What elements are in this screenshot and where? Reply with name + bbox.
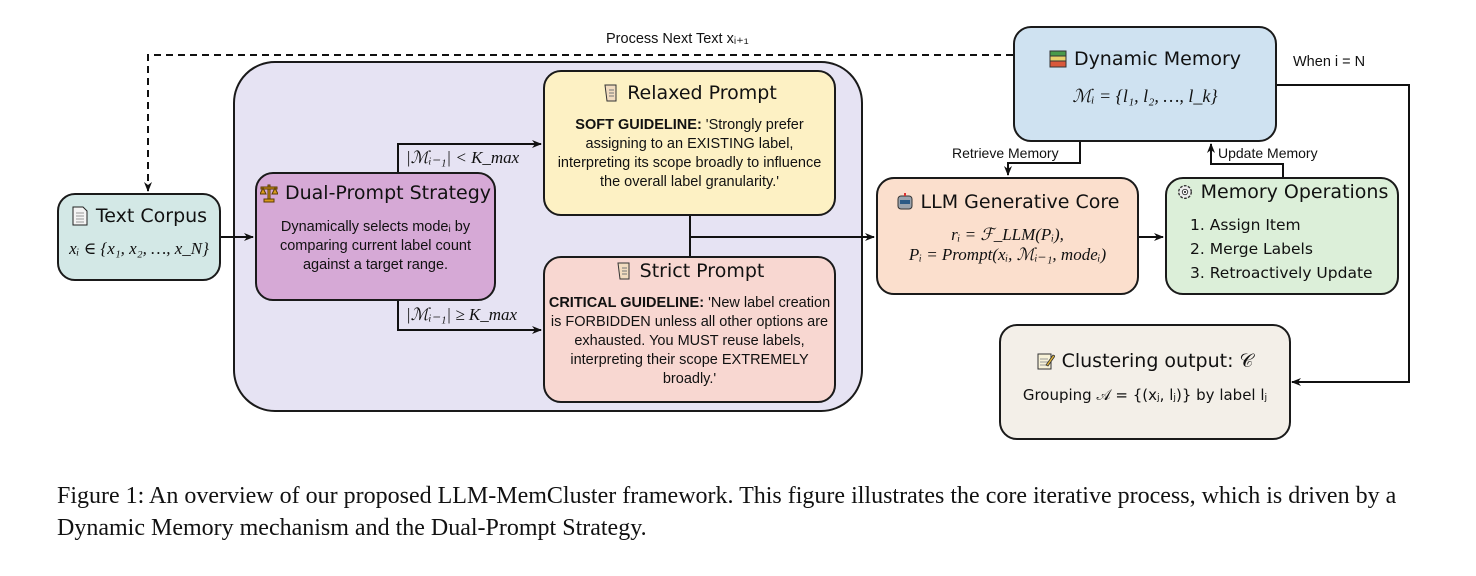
relaxed-guideline-text: 'Strongly prefer assigning to an EXISTIN… xyxy=(557,117,822,190)
strict-prompt-text: CRITICAL GUIDELINE: 'New label creation … xyxy=(548,294,831,389)
scroll-icon xyxy=(617,262,630,280)
dynamic-memory-title: Dynamic Memory xyxy=(1073,48,1242,70)
condition-less-than: |ℳᵢ₋₁| < K_max xyxy=(406,148,520,167)
dual-to-strict-arrow xyxy=(397,301,542,334)
memory-ops-title: Memory Operations xyxy=(1200,181,1389,203)
llm-core-equation-1: rᵢ = ℱ_LLM(Pᵢ), xyxy=(951,225,1064,244)
critical-guideline-label: CRITICAL GUIDELINE: xyxy=(548,295,705,311)
books-icon xyxy=(1049,50,1067,68)
gear-icon xyxy=(1177,185,1192,199)
when-end-label: When i = N xyxy=(1293,54,1366,70)
strict-prompt-title: Strict Prompt xyxy=(639,260,765,282)
loop-dashed-arrow xyxy=(144,54,1013,192)
end-to-output-arrow xyxy=(1276,84,1410,386)
dual-prompt-title: Dual-Prompt Strategy xyxy=(284,182,492,204)
memory-operations-box: Memory Operations 1. Assign Item 2. Merg… xyxy=(1165,177,1399,295)
relaxed-prompt-box: Relaxed Prompt SOFT GUIDELINE: 'Strongly… xyxy=(543,70,836,216)
dual-prompt-strategy-box: Dual-Prompt Strategy Dynamically selects… xyxy=(255,172,496,301)
scales-icon xyxy=(259,184,278,203)
scroll-icon xyxy=(604,84,617,102)
update-memory-label: Update Memory xyxy=(1218,145,1318,161)
retrieve-memory-label: Retrieve Memory xyxy=(952,145,1059,161)
clustering-title: Clustering output: 𝒞 xyxy=(1061,350,1254,372)
llm-core-title: LLM Generative Core xyxy=(920,191,1120,213)
llm-generative-core-box: LLM Generative Core rᵢ = ℱ_LLM(Pᵢ), Pᵢ =… xyxy=(876,177,1139,295)
soft-guideline-label: SOFT GUIDELINE: xyxy=(575,117,702,133)
memory-op-item: 1. Assign Item xyxy=(1190,216,1301,234)
dual-prompt-text: Dynamically selects modeᵢ by comparing c… xyxy=(279,219,472,273)
dual-to-relaxed-arrow xyxy=(397,140,542,172)
memory-op-item: 3. Retroactively Update xyxy=(1190,264,1373,282)
relaxed-prompt-text: SOFT GUIDELINE: 'Strongly prefer assigni… xyxy=(553,116,826,192)
clustering-text: Grouping 𝒜 = {(xⱼ, lⱼ)} by label lⱼ xyxy=(1022,386,1268,404)
dynamic-memory-box: Dynamic Memory ℳᵢ = {l₁, l₂, …, l_k} xyxy=(1013,26,1277,142)
update-memory-arrow xyxy=(1207,143,1284,177)
robot-icon xyxy=(897,193,913,210)
relaxed-prompt-title: Relaxed Prompt xyxy=(627,82,777,104)
clustering-output-box: Clustering output: 𝒞 Grouping 𝒜 = {(xⱼ, … xyxy=(999,324,1291,440)
text-corpus-box: Text Corpus xᵢ ∈ {x₁, x₂, …, x_N} xyxy=(57,193,221,281)
retrieve-memory-arrow xyxy=(1004,142,1081,176)
text-corpus-math: xᵢ ∈ {x₁, x₂, …, x_N} xyxy=(69,239,209,258)
condition-greater-equal: |ℳᵢ₋₁| ≥ K_max xyxy=(406,305,518,324)
text-corpus-title: Text Corpus xyxy=(95,205,208,227)
strict-prompt-box: Strict Prompt CRITICAL GUIDELINE: 'New l… xyxy=(543,256,836,403)
llm-core-equation-2: Pᵢ = Prompt(xᵢ, ℳᵢ₋₁, modeᵢ) xyxy=(908,245,1107,264)
memory-op-item: 2. Merge Labels xyxy=(1190,240,1313,258)
document-icon xyxy=(72,206,88,226)
strict-guideline-text: 'New label creation is FORBIDDEN unless … xyxy=(550,295,831,387)
memo-icon xyxy=(1037,353,1055,370)
process-next-label: Process Next Text xᵢ₊₁ xyxy=(606,31,749,47)
figure-caption: Figure 1: An overview of our proposed LL… xyxy=(57,483,1397,541)
dynamic-memory-math: ℳᵢ = {l₁, l₂, …, l_k} xyxy=(1072,86,1218,106)
